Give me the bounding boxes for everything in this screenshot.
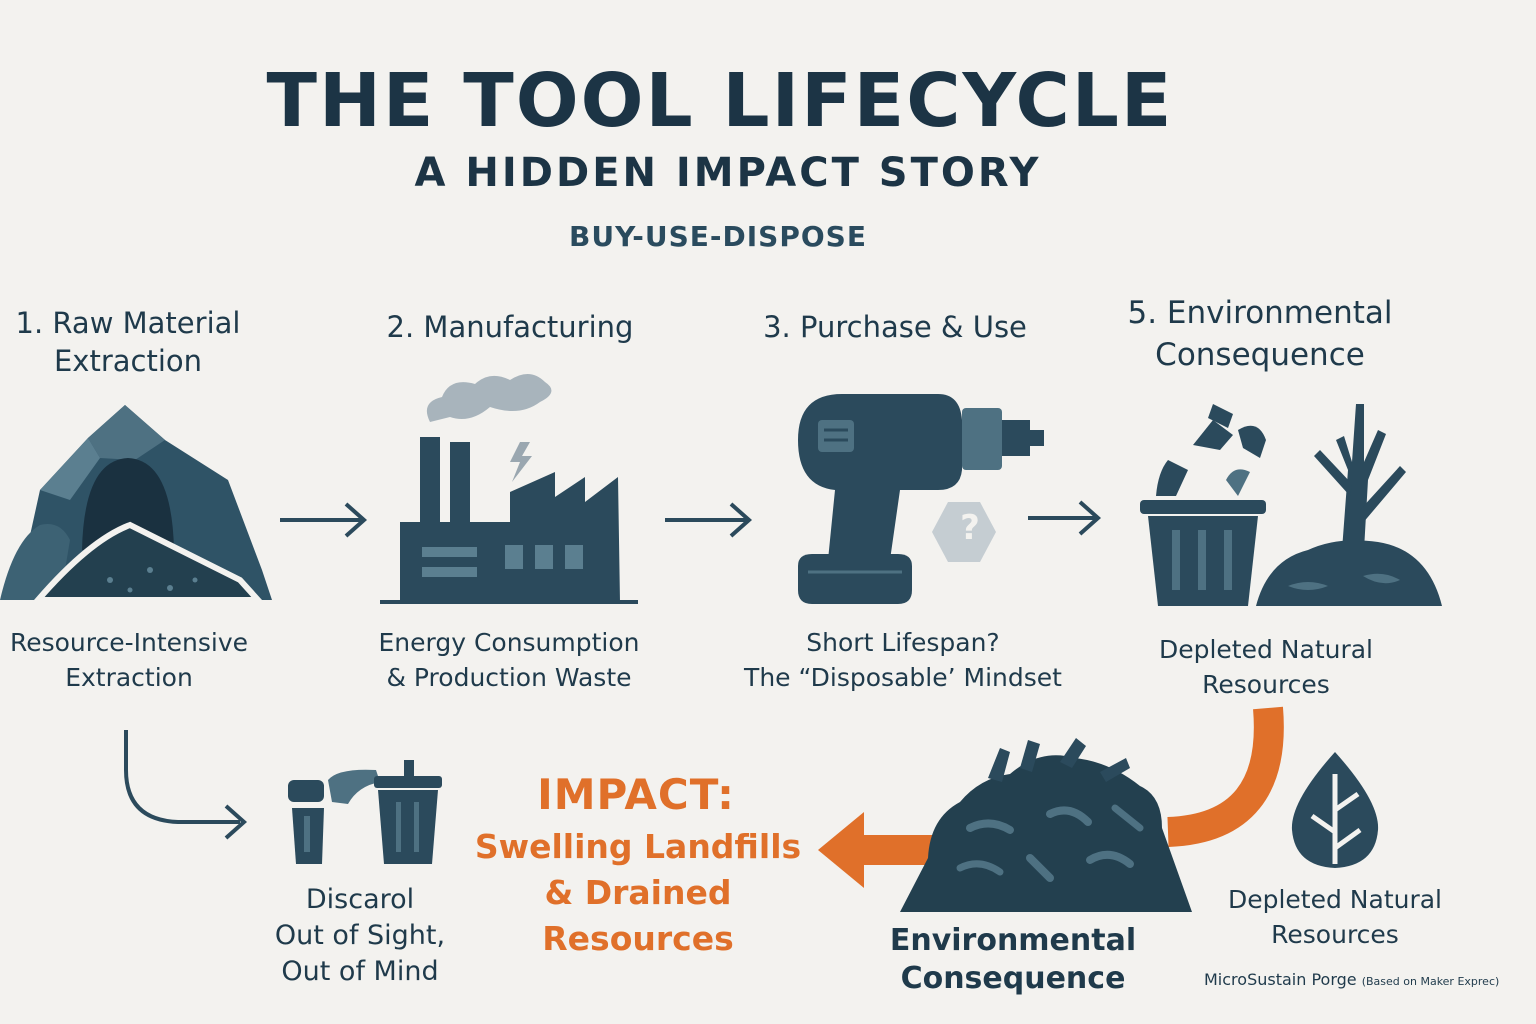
arrow-right-icon [280,502,368,538]
landfill-pile-icon [900,738,1192,912]
trash-dead-tree-icon [1140,404,1442,606]
leaf-caption: Depleted Natural Resources [1227,885,1443,949]
impact-heading: IMPACT: [537,770,735,819]
stage-extraction-caption: Resource-Intensive Extraction [9,628,249,692]
question-mark: ? [960,508,980,548]
credit-line: MicroSustain Porge (Based on Maker Expre… [1204,970,1500,989]
stage-environmental-caption: Depleted Natural Resources [1158,635,1374,699]
discard-caption: Discarol Out of Sight, Out of Mind [274,884,446,987]
page-subtitle: A HIDDEN IMPACT STORY [414,150,1042,196]
stage-manufacturing-caption: Energy Consumption & Production Waste [378,628,640,692]
impact-text: Swelling Landfills & Drained Resources [474,827,802,958]
stage-purchase-title: 3. Purchase & Use [763,310,1027,344]
leaf-icon [1291,752,1379,868]
landfill-caption: Environmental Consequence [889,923,1137,996]
discard-bins-icon [288,760,442,864]
stage-environmental-title: 5. Environmental Consequence [1127,295,1393,373]
stage-manufacturing-title: 2. Manufacturing [386,310,634,344]
tagline: BUY-USE-DISPOSE [569,220,867,253]
stage-purchase-caption: Short Lifespan? The “Disposable’ Mindset [744,628,1062,692]
arrow-right-icon [1028,500,1102,536]
factory-icon [380,373,638,604]
mine-icon [0,405,272,603]
stage-extraction-title: 1. Raw Material Extraction [15,306,241,378]
curved-arrow-icon [124,730,248,840]
page-title: THE TOOL LIFECYCLE [266,58,1174,144]
arrow-right-icon [665,502,753,538]
drill-icon [798,394,1044,604]
